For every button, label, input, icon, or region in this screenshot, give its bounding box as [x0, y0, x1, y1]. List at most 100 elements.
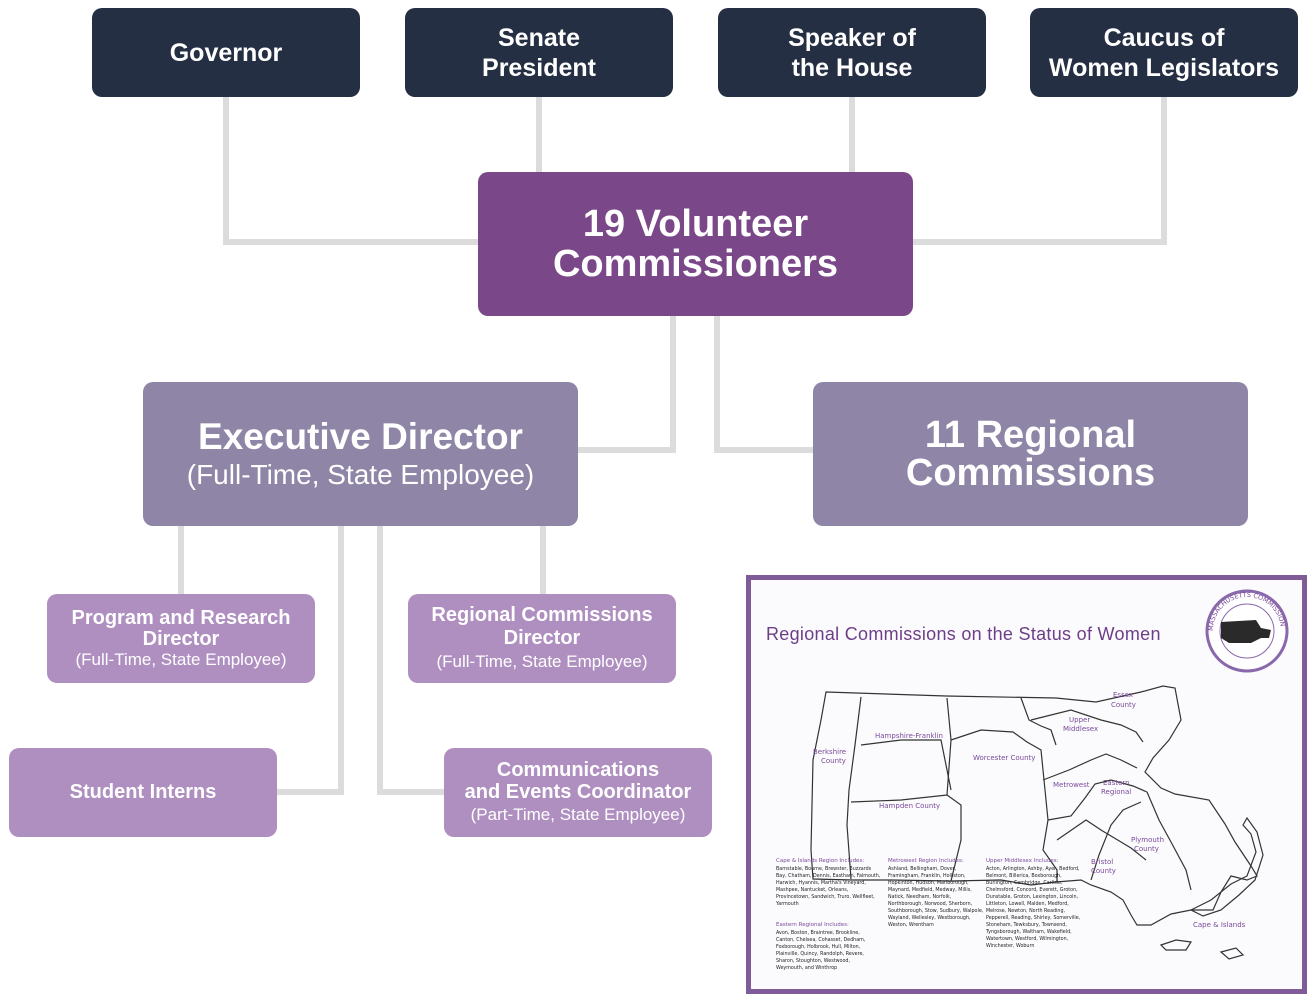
note-cape-line: Harwich, Hyannis, Martha's Vineyard, — [776, 880, 866, 886]
communications-line2: and Events Coordinator — [464, 780, 692, 803]
speaker-line1: Speaker of — [788, 23, 916, 52]
note-cape-line: Barnstable, Bourne, Brewster, Buzzards — [776, 866, 872, 872]
map-title: Regional Commissions on the Status of Wo… — [766, 624, 1161, 644]
region-bristol-line2: County — [1091, 867, 1116, 875]
connector-caucus — [910, 96, 1167, 245]
region-plymouth-line2: County — [1134, 845, 1159, 853]
note-eastern-line: Foxborough, Holbrook, Hull, Milton, — [776, 944, 861, 950]
connector-regional — [714, 314, 815, 453]
regional-director-line1: Regional Commissions — [431, 603, 653, 626]
executive-director-title: Executive Director — [198, 416, 523, 457]
caucus-line1: Caucus of — [1103, 23, 1225, 52]
connector-communications — [377, 525, 446, 795]
region-essex-line1: Essex — [1113, 691, 1133, 699]
region-hampshire-franklin: Hampshire-Franklin — [875, 732, 943, 740]
region-hampden: Hampden County — [879, 802, 940, 810]
note-upper-line: Tyngsborough, Waltham, Wakefield, — [985, 929, 1072, 935]
executive-director-box: Executive Director (Full-Time, State Emp… — [143, 382, 578, 526]
speaker-line2: the House — [791, 53, 913, 82]
region-berkshire-line1: Berkshire — [813, 748, 846, 756]
commission-seal: MASSACHUSETTS COMMISSION ON THE STATUS O… — [751, 580, 1289, 673]
governor-box: Governor — [92, 8, 360, 97]
note-cape-lines: Barnstable, Bourne, Brewster, Buzzards B… — [775, 866, 881, 907]
caucus-line2: Women Legislators — [1048, 53, 1280, 82]
note-upper-line: Winchester, Woburn — [986, 943, 1034, 949]
communications-subtitle: (Part-Time, State Employee) — [470, 804, 686, 824]
note-cape-line: Bay, Chatham, Dennis, Eastham, Falmouth, — [776, 873, 881, 879]
note-eastern-line: Weymouth, and Winthrop — [776, 965, 837, 971]
program-director-box: Program and Research Director (Full-Time… — [47, 594, 315, 683]
region-essex-line2: County — [1111, 701, 1136, 709]
regional-director-line2: Director — [503, 626, 581, 649]
note-eastern-line: Canton, Chelsea, Cohasset, Dedham, — [776, 937, 866, 943]
caucus-box: Caucus of Women Legislators — [1030, 8, 1298, 97]
note-metrowest-line: Wayland, Wellesley, Westborough, — [888, 915, 971, 921]
note-upper-line: Pepperell, Reading, Shirley, Somerville, — [986, 915, 1081, 921]
note-upper-line: Watertown, Westford, Wilmington, — [986, 936, 1069, 942]
note-metrowest-line: Framingham, Franklin, Holliston, — [888, 873, 966, 879]
region-upper-middlesex-line1: Upper — [1069, 716, 1090, 724]
note-upper-heading: Upper Middlesex Includes: — [986, 858, 1059, 864]
regional-commissions-line1: 11 Regional — [924, 414, 1137, 456]
note-eastern-line: Avon, Boston, Braintree, Brookline, — [776, 930, 860, 936]
note-upper-line: Belmont, Billerica, Boxborough, — [986, 873, 1062, 879]
note-metrowest-line: Hopkinton, Hudson, Marlborough, — [888, 880, 969, 886]
note-upper-line: Acton, Arlington, Ashby, Ayer, Bedford, — [986, 866, 1080, 872]
region-bristol-line1: Bristol — [1091, 858, 1113, 866]
student-interns-label: Student Interns — [69, 781, 217, 803]
note-cape-line: Yarmouth — [775, 901, 799, 907]
note-upper-line: Chelmsford, Concord, Everett, Groton, — [986, 887, 1078, 893]
governor-label: Governor — [169, 38, 283, 67]
region-berkshire-line2: County — [821, 757, 846, 765]
region-eastern-line1: Eastern — [1103, 779, 1130, 787]
note-metrowest-line: Ashland, Bellingham, Dover, — [888, 866, 957, 872]
note-cape-line: Mashpee, Nantucket, Orleans, — [776, 887, 849, 893]
note-upper-line: Melrose, Newton, North Reading, — [986, 908, 1066, 914]
senate-president-line2: President — [482, 53, 596, 82]
note-metrowest-line: Natick, Needham, Norfolk, — [888, 894, 952, 900]
commissioners-line1: 19 Volunteer — [582, 203, 809, 245]
note-metrowest-heading: Metrowest Region Includes: — [888, 858, 964, 864]
regional-commissions-box: 11 Regional Commissions — [813, 382, 1248, 526]
connector-interns — [275, 525, 344, 795]
executive-director-subtitle: (Full-Time, State Employee) — [186, 459, 535, 490]
note-cape-line: Provincetown, Sandwich, Truro, Wellfleet… — [776, 894, 875, 900]
note-eastern-heading: Eastern Regional Includes: — [776, 922, 849, 928]
note-upper-line: Littleton, Lowell, Malden, Medford, — [986, 901, 1069, 907]
region-upper-middlesex-line2: Middlesex — [1063, 725, 1098, 733]
note-metrowest-line: Southborough, Stow, Sudbury, Walpole, — [888, 908, 984, 914]
note-eastern-line: Sharon, Stoughton, Westwood, — [776, 958, 850, 964]
commissioners-line2: Commissioners — [552, 243, 839, 285]
note-metrowest-lines: Ashland, Bellingham, Dover, Framingham, … — [888, 866, 984, 928]
note-eastern-lines: Avon, Boston, Braintree, Brookline, Cant… — [776, 930, 866, 971]
connector-governor — [223, 96, 480, 245]
senate-president-line1: Senate — [498, 23, 580, 52]
program-director-line2: Director — [142, 628, 220, 650]
regional-director-subtitle: (Full-Time, State Employee) — [436, 651, 648, 671]
communications-box: Communications and Events Coordinator (P… — [444, 748, 712, 837]
note-eastern-line: Plainville, Quincy, Randolph, Revere, — [776, 951, 864, 957]
region-plymouth-line1: Plymouth — [1131, 836, 1164, 844]
state-outline — [810, 685, 1258, 926]
program-director-line1: Program and Research — [71, 607, 291, 629]
regional-map-image: Regional Commissions on the Status of Wo… — [746, 575, 1307, 994]
regional-commissions-line2: Commissions — [905, 452, 1156, 494]
note-upper-line: Stoneham, Tewksbury, Townsend, — [986, 922, 1067, 928]
note-upper-lines: Acton, Arlington, Ashby, Ayer, Bedford, … — [985, 866, 1081, 949]
note-metrowest-line: Maynard, Medfield, Medway, Millis, — [888, 887, 972, 893]
student-interns-box: Student Interns — [9, 748, 277, 837]
region-metrowest: Metrowest — [1053, 781, 1090, 789]
note-upper-line: Burlington, Cambridge, Carlisle, — [986, 880, 1063, 886]
connector-executive — [576, 314, 676, 453]
regional-director-box: Regional Commissions Director (Full-Time… — [408, 594, 676, 683]
region-eastern-line2: Regional — [1101, 788, 1131, 796]
communications-line1: Communications — [496, 758, 660, 781]
note-upper-line: Dunstable, Groton, Lexington, Lincoln, — [986, 894, 1079, 900]
commissioners-box: 19 Volunteer Commissioners — [478, 172, 913, 316]
region-cape-islands: Cape & Islands — [1193, 921, 1246, 929]
program-director-subtitle: (Full-Time, State Employee) — [75, 650, 287, 669]
massachusetts-map: MASSACHUSETTS COMMISSION ON THE STATUS O… — [751, 580, 1289, 971]
cape-islands-outline — [1159, 816, 1264, 960]
note-metrowest-line: Northborough, Norwood, Sherborn, — [888, 901, 973, 907]
